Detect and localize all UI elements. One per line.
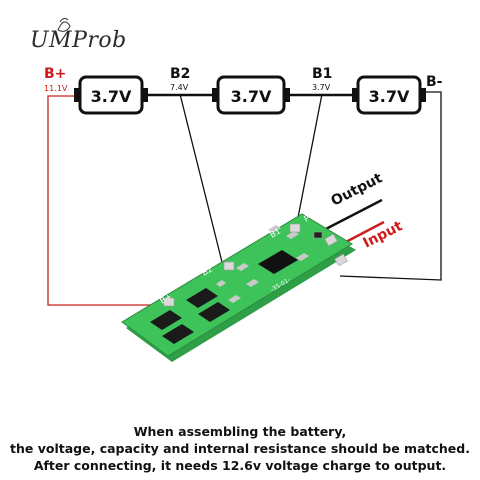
battery-cell-3-label: 3.7V [369, 87, 410, 106]
b-plus-wire [47, 95, 165, 306]
battery-cell-2-label: 3.7V [231, 87, 272, 106]
node-b-minus: B- [426, 74, 443, 90]
battery-cell-2: 3.7V [212, 75, 290, 115]
node-b-plus-voltage: 11.1V [44, 84, 68, 93]
smd-components [216, 225, 309, 303]
b2-wire [179, 93, 223, 263]
caption-line-1: When assembling the battery, [133, 424, 347, 439]
output-line [319, 198, 383, 234]
caption-line-2: the voltage, capacity and internal resis… [10, 441, 470, 456]
node-b2: B2 [170, 66, 190, 82]
battery-cell-3: 3.7V [352, 75, 426, 115]
b-minus-wire [339, 91, 442, 281]
controller-ic [258, 250, 298, 274]
node-b-plus: B+ [44, 66, 66, 82]
input-line [341, 220, 385, 246]
brand-logo: UMProb [30, 28, 127, 53]
b1-wire [295, 93, 323, 229]
node-b1-voltage: 3.7V [312, 83, 331, 92]
board-label-p-minus: P- [302, 212, 313, 224]
solder-pads [163, 223, 348, 307]
bms-pcb-board: B+ B2 B1 P- P+ -3S-01- [121, 212, 356, 362]
node-b2-voltage: 7.4V [170, 83, 189, 92]
logo-flourish-icon [57, 17, 71, 32]
caption-line-3: After connecting, it needs 12.6v voltage… [33, 458, 447, 473]
mosfet-chips [150, 288, 230, 344]
node-b1: B1 [312, 66, 332, 82]
battery-cell-1: 3.7V [74, 75, 148, 115]
battery-cell-1-label: 3.7V [91, 87, 132, 106]
